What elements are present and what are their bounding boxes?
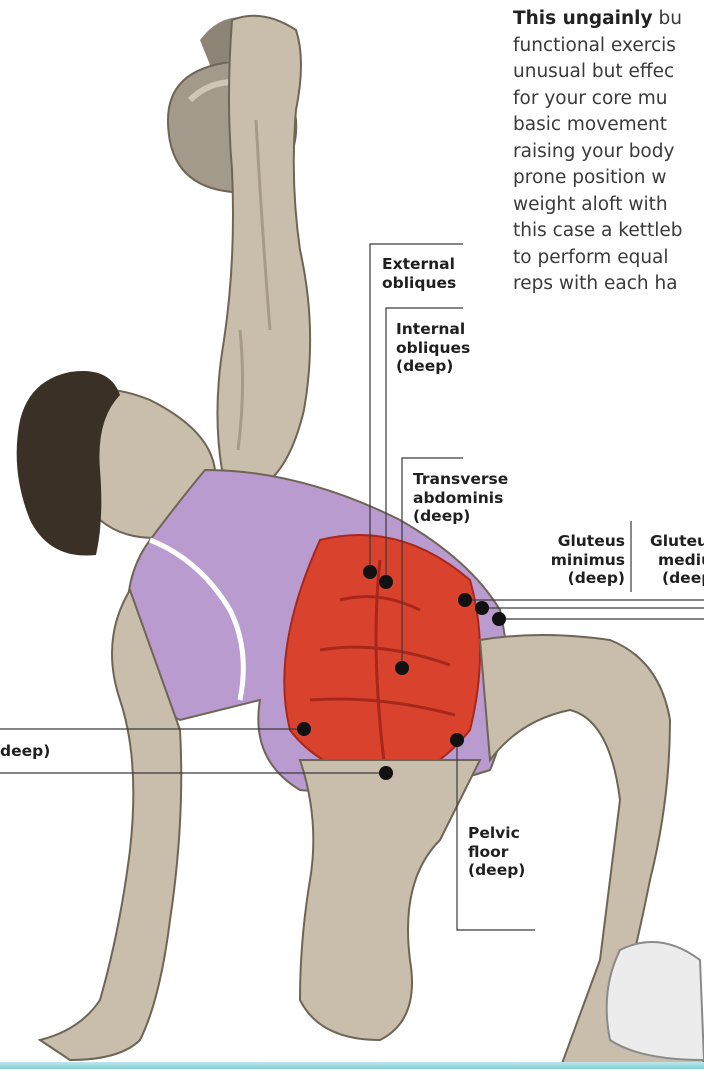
label-internal-obliques-line-2: obliques [396, 339, 470, 358]
label-gluteus-minimus-line-2: minimus [548, 551, 625, 570]
label-gluteus-minimus-line-3: (deep) [548, 569, 625, 588]
label-transverse-abdominis: Transverse abdominis (deep) [413, 470, 508, 526]
intro-line-5: basic movement [513, 112, 704, 139]
core-muscles [284, 535, 480, 780]
label-pelvic-floor-line-3: (deep) [468, 861, 525, 880]
bottom-divider [0, 1062, 704, 1069]
label-internal-obliques-line-3: (deep) [396, 357, 470, 376]
intro-lead: This ungainly [513, 8, 653, 29]
raised-arm [217, 16, 310, 480]
intro-paragraph: This ungainly bu functional exercis unus… [513, 6, 704, 298]
dot-left-1 [297, 722, 311, 736]
intro-line-1-rest: bu [653, 8, 682, 29]
intro-line-1: This ungainly bu [513, 6, 704, 33]
label-transverse-abdominis-line-3: (deep) [413, 507, 508, 526]
intro-line-9: this case a kettleb [513, 218, 704, 245]
label-gluteus-medius-line-2: mediu [650, 551, 704, 570]
label-gluteus-medius-line-3: (deep [650, 569, 704, 588]
intro-line-3: unusual but effec [513, 59, 704, 86]
dot-pelvic-floor [450, 733, 464, 747]
intro-line-10: to perform equal [513, 245, 704, 272]
label-pelvic-floor-line-2: floor [468, 843, 525, 862]
dot-transverse-abdominis [395, 661, 409, 675]
intro-line-6: raising your body [513, 139, 704, 166]
label-left-cut: deep) [0, 742, 50, 761]
intro-line-8: weight aloft with [513, 192, 704, 219]
intro-line-7: prone position w [513, 165, 704, 192]
dot-internal-obliques [379, 575, 393, 589]
label-transverse-abdominis-line-2: abdominis [413, 489, 508, 508]
label-external-obliques: External obliques [382, 255, 456, 292]
intro-line-11: reps with each ha [513, 271, 704, 298]
dot-external-obliques [363, 565, 377, 579]
dot-left-2 [379, 766, 393, 780]
label-pelvic-floor: Pelvic floor (deep) [468, 824, 525, 880]
intro-line-4: for your core mu [513, 86, 704, 113]
label-gluteus-minimus-line-1: Gluteus [548, 532, 625, 551]
dot-gluteus-3 [492, 612, 506, 626]
label-internal-obliques: Internal obliques (deep) [396, 320, 470, 376]
intro-line-2: functional exercis [513, 33, 704, 60]
label-internal-obliques-line-1: Internal [396, 320, 470, 339]
dot-gluteus-2 [475, 601, 489, 615]
label-pelvic-floor-line-1: Pelvic [468, 824, 525, 843]
dot-gluteus-1 [458, 593, 472, 607]
label-gluteus-medius-line-1: Gluteu [650, 532, 704, 551]
label-transverse-abdominis-line-1: Transverse [413, 470, 508, 489]
label-external-obliques-line-2: obliques [382, 274, 456, 293]
label-gluteus-minimus: Gluteus minimus (deep) [548, 532, 625, 588]
label-external-obliques-line-1: External [382, 255, 456, 274]
label-gluteus-medius: Gluteu mediu (deep [650, 532, 704, 588]
